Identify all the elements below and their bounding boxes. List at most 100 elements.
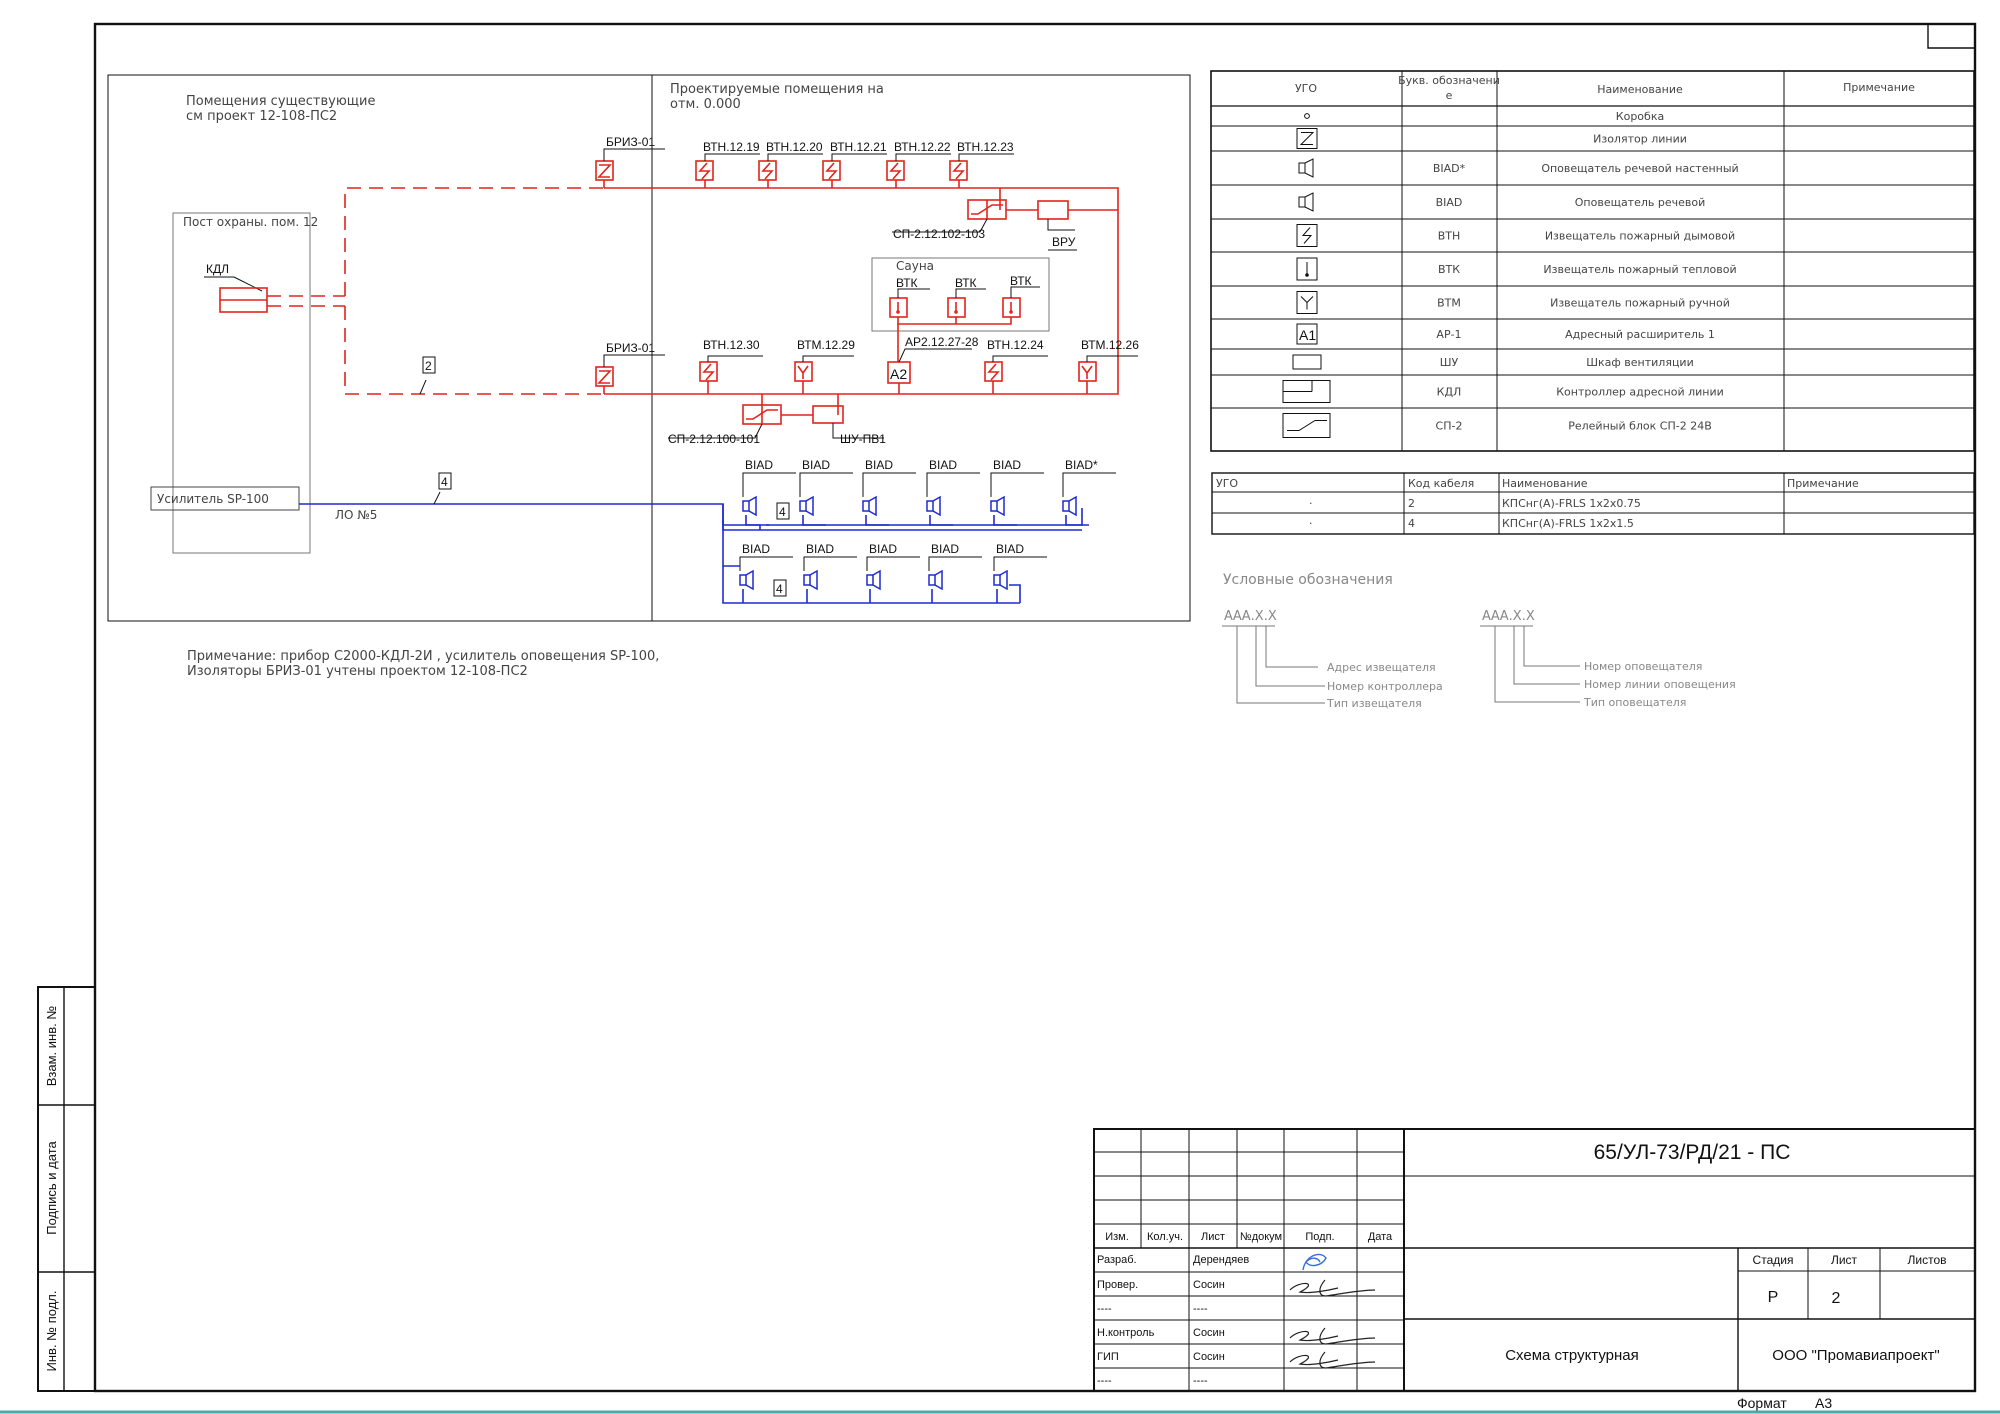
stamp-col-doc: №докум (1240, 1231, 1282, 1243)
amplifier-label: Усилитель SP-100 (157, 492, 269, 506)
role-gip: ГИП (1097, 1351, 1119, 1363)
ap-label: АР2.12.27-28 (905, 335, 979, 349)
speaker-row2-label-2: BIAD (806, 542, 834, 556)
cable-1-ugo: · (1309, 497, 1313, 510)
legend-header-code: Букв. обозначени (1398, 74, 1500, 87)
legend-table: УГО Букв. обозначени е Наименование Прим… (1210, 70, 1975, 452)
detector-vtm-12-29 (794, 355, 854, 394)
legend-symbol-isolator (1296, 128, 1318, 149)
format-label: Формат (1737, 1395, 1787, 1411)
existing-rooms-line1: Помещения существующие (186, 94, 375, 109)
loop-bottom-dashed (344, 306, 604, 395)
speaker-row2-label-4: BIAD (931, 542, 959, 556)
detector-vtm-12-26 (1078, 355, 1138, 394)
wire-mark-4c (773, 579, 787, 597)
legend-symbol-speaker (1298, 158, 1314, 178)
ap-symbol: А2 (890, 366, 907, 382)
legend-header-ugo: УГО (1295, 82, 1317, 95)
detector-label-bottom-4: ВТМ.12.26 (1081, 338, 1139, 352)
side-label-original: Инв. № подл. (44, 1291, 59, 1372)
speaker-row2-1 (739, 569, 754, 591)
legend-name-1: Коробка (1616, 110, 1664, 123)
doc-code: 65/УЛ-73/РД/21 - ПС (1594, 1141, 1791, 1164)
role-empty-2: ---- (1097, 1375, 1112, 1387)
isolator-top-label: БРИЗ-01 (606, 135, 655, 149)
designed-rooms-line1: Проектируемые помещения на (670, 82, 884, 97)
speaker-row1-label-2: BIAD (802, 458, 830, 472)
side-label-replaced: Взам. инв. № (44, 1006, 59, 1087)
name-empty-1: ---- (1193, 1303, 1208, 1315)
side-stamp (37, 986, 96, 1392)
isolator-bottom-label: БРИЗ-01 (606, 341, 655, 355)
sheets-label: Листов (1908, 1253, 1947, 1267)
isolator-bottom (595, 366, 614, 394)
legend-header-code-cont: е (1446, 89, 1453, 102)
speaker-row1-1 (742, 495, 757, 517)
lo-label: ЛО №5 (335, 508, 377, 522)
legend-name-10: Контроллер адресной линии (1556, 386, 1724, 399)
detector-label-top-3: ВТН.12.21 (830, 140, 887, 154)
name-developer: Деренд­яев (1193, 1254, 1249, 1266)
stamp-col-sign: Подп. (1305, 1231, 1334, 1243)
legend-code-6: ВТК (1438, 263, 1460, 276)
legend-name-2: Изолятор линии (1593, 133, 1687, 146)
corner-box (1927, 24, 1975, 49)
notation-detector: ААА.Х.Х Адрес извещателя Номер контролле… (1222, 609, 1443, 710)
speaker-row1-6 (1062, 495, 1077, 517)
detector-label-top-2: ВТН.12.20 (766, 140, 823, 154)
legend-code-7: ВТМ (1437, 297, 1461, 310)
wire-mark-4a-label: 4 (441, 475, 448, 489)
legend-symbol-relay (1282, 413, 1331, 438)
detector-label-bottom-3: ВТН.12.24 (987, 338, 1044, 352)
wire-mark-4b-label: 4 (779, 505, 786, 519)
legend-symbol-speaker (1298, 192, 1314, 212)
cables-header-code: Код кабеля (1408, 477, 1474, 490)
detector-vtn-12-23 (949, 153, 1014, 188)
address-expander: А2 (887, 361, 911, 394)
relay-top (967, 199, 1118, 220)
cable-1-code: 2 (1408, 497, 1415, 510)
legend-code-8: АР-1 (1436, 328, 1461, 341)
legend-code-10: КДЛ (1437, 386, 1462, 399)
speaker-row1-2 (799, 495, 814, 517)
loop-top-dashed (344, 187, 604, 296)
detector-label-bottom-2: ВТМ.12.29 (797, 338, 855, 352)
legend-symbol-dot (1304, 113, 1310, 119)
speaker-row1-5 (990, 495, 1005, 517)
legend-name-3: Оповещатель речевой настенный (1541, 162, 1738, 175)
detector-label-top-4: ВТН.12.22 (894, 140, 951, 154)
notation-speaker: ААА.Х.Х Номер оповещателя Номер линии оп… (1480, 609, 1736, 709)
stamp-col-kolch: Кол.уч. (1147, 1231, 1183, 1243)
wire-mark-4a (438, 472, 452, 490)
fire-loop (604, 187, 1119, 395)
heat-detector-3 (1002, 286, 1040, 318)
legend-name-11: Релейный блок СП-2 24В (1568, 420, 1712, 433)
role-normcontrol: Н.контроль (1097, 1327, 1155, 1339)
signature-normcontrol (1289, 1327, 1376, 1345)
cable-1-name: КПСнг(А)-FRLS 1х2х0.75 (1502, 497, 1641, 510)
kdl-label: КДЛ (206, 262, 229, 276)
vru-label: ВРУ (1052, 235, 1076, 249)
detector-vtn-12-30 (699, 355, 763, 394)
signature-developer (1302, 1253, 1327, 1271)
speaker-row2-label-5: BIAD (996, 542, 1024, 556)
speaker-row2-3 (866, 569, 881, 591)
guard-post-room (172, 212, 311, 554)
wire-mark-2 (422, 356, 436, 374)
detector-label-top-1: ВТН.12.19 (703, 140, 760, 154)
legend-name-8: Адресный расширитель 1 (1565, 328, 1715, 341)
note-line1: Примечание: прибор С2000-КДЛ-2И , усилит… (187, 649, 659, 664)
signature-checker (1289, 1279, 1376, 1297)
notation-left-1: Адрес извещателя (1327, 661, 1436, 674)
speaker-row1-4 (926, 495, 941, 517)
detector-label-bottom-1: ВТН.12.30 (703, 338, 760, 352)
relay-bottom-label: СП-2.12.100-101 (668, 432, 760, 446)
detector-label-top-5: ВТН.12.23 (957, 140, 1014, 154)
cables-header-note: Примечание (1787, 477, 1859, 490)
detector-vtn-12-19 (695, 153, 760, 188)
diagram-frame (107, 74, 1191, 622)
sheet-frame (93, 22, 1977, 1393)
